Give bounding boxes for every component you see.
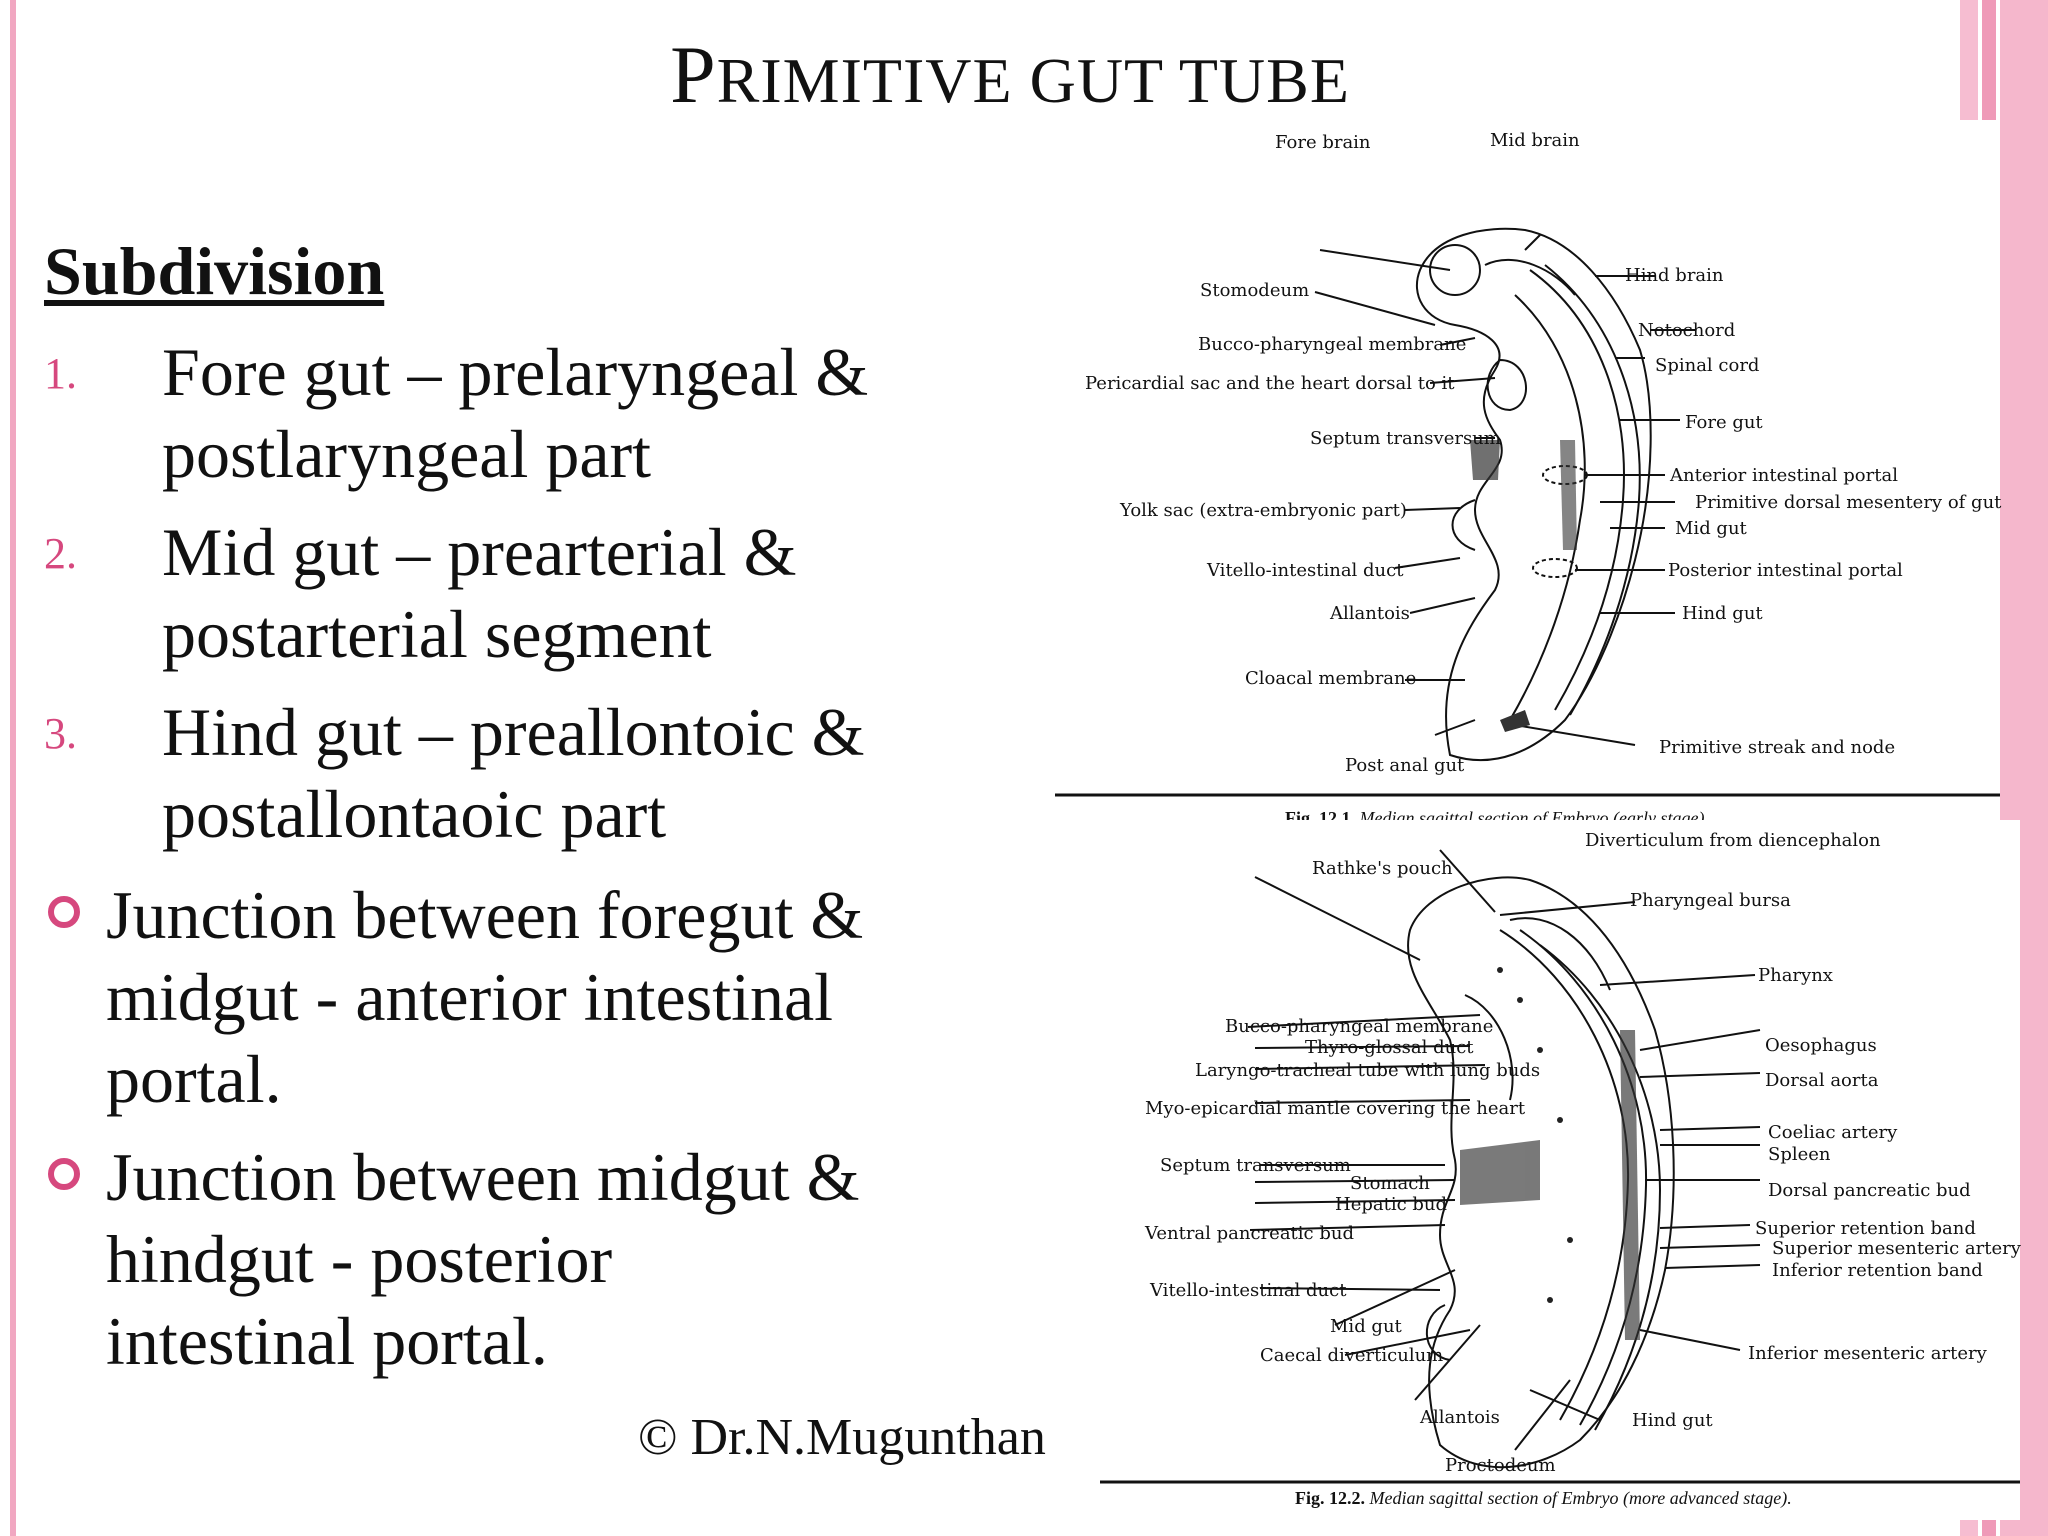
list-item-line: Fore gut – prelaryngeal & — [162, 334, 869, 410]
slide-title: PRIMITIVE GUT TUBE — [670, 29, 1350, 120]
bullet-circle-icon — [48, 1158, 80, 1190]
bullet-circle-icon — [48, 896, 80, 928]
list-number: 1. — [44, 349, 77, 398]
list-item-line: Hind gut – preallontoic & — [162, 694, 865, 770]
embryo-early-diagram — [1055, 227, 2000, 797]
list-item-line: postallontaoic part — [162, 776, 667, 852]
list-number: 2. — [44, 529, 77, 578]
list-number: 3. — [44, 709, 77, 758]
slide-border-left — [10, 0, 16, 1536]
embryo-early-stage-figure: Fore brain Mid brain Hind brain Stomodeu… — [1055, 120, 2001, 840]
list-item-line: postlaryngeal part — [162, 416, 652, 492]
list-item-line: Mid gut – prearterial & — [162, 514, 797, 590]
figure-caption: Fig. 12.2. Median sagittal section of Em… — [1295, 1488, 1792, 1508]
subdivision-heading: Subdivision — [44, 233, 385, 309]
copyright-text: © Dr.N.Mugunthan — [638, 1409, 1046, 1466]
embryo-advanced-diagram — [1100, 849, 2020, 1484]
list-item-line: postarterial segment — [162, 596, 712, 672]
embryo-advanced-stage-figure: Diverticulum from diencephalon Rathke's … — [1100, 820, 2021, 1520]
